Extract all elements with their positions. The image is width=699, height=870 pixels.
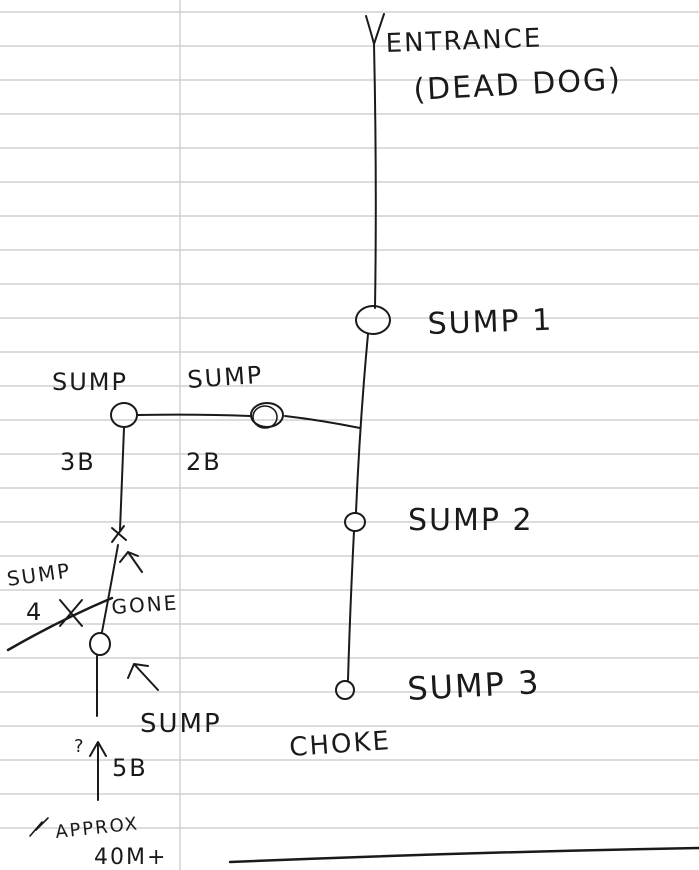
label-choke: CHOKE — [288, 726, 392, 763]
arrow-small — [29, 817, 49, 837]
sump-3b-node — [110, 402, 138, 428]
label-sump-3: SUMP 3 — [406, 663, 541, 708]
label-sump-5b: SUMP — [140, 709, 222, 739]
label-2b: 2B — [186, 448, 222, 476]
passage-3b-down — [119, 427, 125, 531]
passage-to-sump4 — [101, 544, 119, 633]
label-entrance: ENTRANCE — [385, 24, 543, 59]
arrow-up-1 — [119, 551, 143, 573]
label-approx: APPROX — [54, 813, 140, 843]
arrow-up-2 — [127, 663, 159, 691]
main-passage-line — [373, 43, 377, 309]
label-sump-3b: SUMP — [52, 368, 128, 396]
label-gone: GONE — [111, 590, 179, 619]
label-4: 4 — [26, 598, 43, 626]
sump-3-node — [335, 680, 355, 700]
label-5b: 5B — [112, 754, 148, 782]
label-question: ? — [74, 736, 86, 757]
passage-branch-to-2b — [284, 415, 361, 429]
sump-2b-node — [250, 402, 284, 428]
sump-1-node — [355, 305, 391, 335]
ruled-lines — [0, 11, 699, 829]
passage-sump2-sump3 — [347, 530, 355, 681]
label-dead-dog: (DEAD DOG) — [413, 62, 623, 108]
x-mark — [111, 525, 127, 543]
label-sump-1: SUMP 1 — [427, 303, 554, 342]
passage-2b-to-3b — [137, 413, 251, 417]
sump-4-x-mark — [59, 599, 83, 627]
sump-2b-node-overdraw — [252, 405, 278, 429]
label-3b: 3B — [60, 448, 96, 476]
label-sump-2: SUMP 2 — [408, 503, 534, 538]
arrow-up-3 — [89, 741, 107, 801]
sump-4-cross-line — [6, 596, 114, 652]
label-depth: 40M+ — [94, 845, 167, 870]
passage-sump1-sump2 — [355, 333, 369, 513]
sump-4-node — [89, 632, 111, 656]
label-sump-4: SUMP — [5, 558, 72, 591]
label-sump-2b: SUMP — [186, 361, 264, 394]
entrance-marker — [365, 13, 385, 45]
page-bottom-edge — [228, 846, 699, 864]
